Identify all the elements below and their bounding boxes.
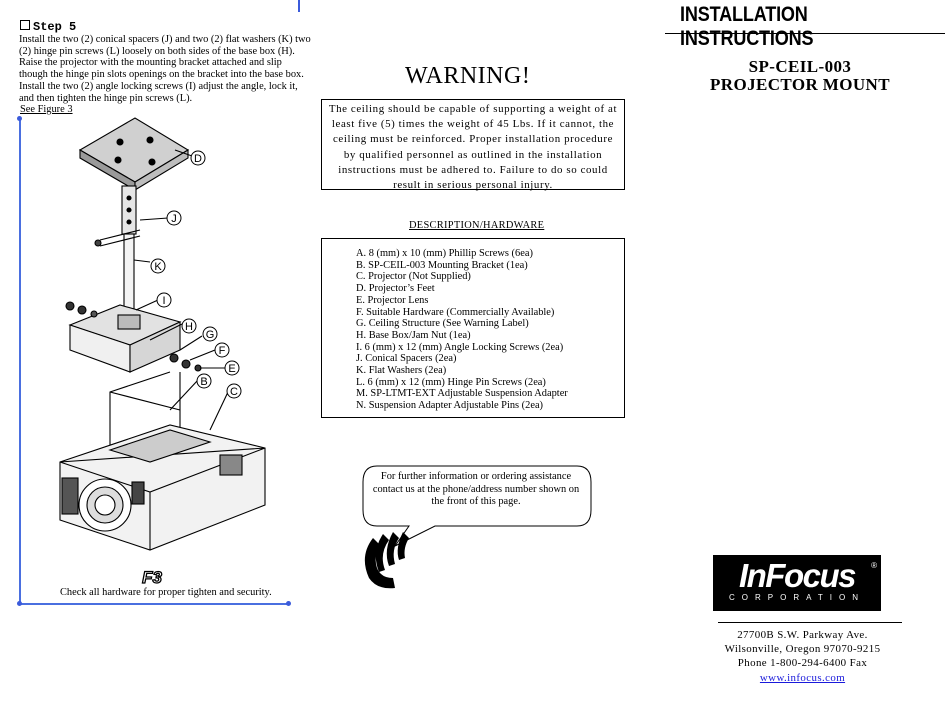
list-item: G. Ceiling Structure (See Warning Label) bbox=[356, 318, 529, 330]
callout-h: H bbox=[181, 318, 197, 334]
website-link[interactable]: www.infocus.com bbox=[759, 671, 846, 684]
list-item: L. 6 (mm) x 12 (mm) Hinge Pin Screws (2e… bbox=[356, 376, 546, 388]
list-item: E. Projector Lens bbox=[356, 294, 429, 306]
hardware-list-box: A. 8 (mm) x 10 (mm) Phillip Screws (6ea)… bbox=[321, 238, 625, 418]
svg-text:E: E bbox=[228, 363, 235, 375]
figure-caption: Check all hardware for proper tighten an… bbox=[60, 587, 272, 598]
list-item: K. Flat Washers (2ea) bbox=[356, 365, 447, 377]
list-item: J. Conical Spacers (2ea) bbox=[356, 353, 457, 365]
model-number: SP-CEIL-003 bbox=[748, 57, 852, 76]
company-address: 27700B S.W. Parkway Ave. Wilsonville, Or… bbox=[700, 628, 905, 685]
svg-text:G: G bbox=[206, 329, 215, 341]
checkbox-icon bbox=[20, 20, 30, 30]
address-line-2: Wilsonville, Oregon 97070-9215 bbox=[724, 643, 881, 656]
callout-k: K bbox=[150, 258, 166, 274]
list-item: I. 6 (mm) x 12 (mm) Angle Locking Screws… bbox=[356, 341, 564, 353]
callout-g: G bbox=[202, 326, 218, 342]
product-name: PROJECTOR MOUNT bbox=[710, 75, 890, 94]
svg-text:K: K bbox=[154, 261, 162, 273]
callout-c: C bbox=[226, 383, 242, 399]
callout-b: B bbox=[196, 373, 212, 389]
address-phone: Phone 1-800-294-6400 Fax bbox=[737, 657, 868, 670]
svg-text:C: C bbox=[230, 386, 238, 398]
svg-text:D: D bbox=[194, 153, 202, 165]
list-item: A. 8 (mm) x 10 (mm) Phillip Screws (6ea) bbox=[356, 248, 533, 259]
callout-e: E bbox=[224, 360, 240, 376]
callout-d: D bbox=[190, 150, 206, 166]
info-speech-bubble bbox=[362, 465, 592, 589]
info-bubble-text: For further information or ordering assi… bbox=[372, 471, 580, 507]
logo-subtitle: CORPORATION bbox=[729, 593, 865, 602]
step-heading-label: Step 5 bbox=[33, 20, 77, 34]
figure-label: F3 bbox=[142, 568, 162, 587]
list-item: D. Projector’s Feet bbox=[356, 283, 435, 295]
hardware-heading: DESCRIPTION/HARDWARE bbox=[409, 220, 545, 231]
warning-title: WARNING! bbox=[405, 63, 531, 89]
warning-box: The ceiling should be capable of support… bbox=[321, 99, 625, 191]
svg-text:B: B bbox=[200, 376, 207, 388]
list-item: M. SP-LTMT-EXT Adjustable Suspension Ada… bbox=[356, 388, 568, 400]
step-heading: Step 5 bbox=[20, 20, 76, 34]
logo-wordmark: InFocus bbox=[738, 557, 857, 594]
svg-text:F: F bbox=[219, 345, 226, 357]
callout-i: I bbox=[156, 292, 172, 308]
list-item: B. SP-CEIL-003 Mounting Bracket (1ea) bbox=[356, 259, 528, 271]
svg-text:H: H bbox=[185, 321, 193, 333]
company-logo: InFocus ® CORPORATION bbox=[713, 555, 881, 611]
warning-text: The ceiling should be capable of support… bbox=[328, 103, 618, 192]
margin-guide-top bbox=[298, 0, 300, 12]
callout-j: J bbox=[166, 210, 182, 226]
svg-text:I: I bbox=[162, 295, 165, 307]
document-title: INSTALLATION INSTRUCTIONS bbox=[680, 3, 814, 50]
list-item: F. Suitable Hardware (Commercially Avail… bbox=[356, 306, 555, 318]
guide-handle-bottom-left[interactable] bbox=[17, 601, 22, 606]
margin-guide-left bbox=[19, 118, 21, 604]
registered-mark-icon: ® bbox=[871, 561, 877, 570]
guide-handle-top[interactable] bbox=[17, 116, 22, 121]
ceiling-plate bbox=[78, 117, 190, 183]
step-instructions: Install the two (2) conical spacers (J) … bbox=[19, 34, 311, 104]
address-rule bbox=[718, 622, 902, 623]
list-item: H. Base Box/Jam Nut (1ea) bbox=[356, 329, 471, 341]
title-rule bbox=[665, 33, 945, 34]
installation-figure: D J K I H G F E B C F3 bbox=[59, 117, 266, 588]
figure-reference-link[interactable]: See Figure 3 bbox=[20, 104, 73, 115]
margin-guide-bottom bbox=[19, 603, 289, 605]
list-item: C. Projector (Not Supplied) bbox=[356, 271, 471, 283]
callout-f: F bbox=[214, 342, 230, 358]
address-line-1: 27700B S.W. Parkway Ave. bbox=[737, 629, 868, 641]
hardware-list: A. 8 (mm) x 10 (mm) Phillip Screws (6ea)… bbox=[356, 248, 568, 412]
svg-text:J: J bbox=[171, 213, 177, 225]
guide-handle-bottom-right[interactable] bbox=[286, 601, 291, 606]
phone-handset-icon bbox=[364, 532, 409, 589]
list-item: N. Suspension Adapter Adjustable Pins (2… bbox=[356, 400, 544, 412]
